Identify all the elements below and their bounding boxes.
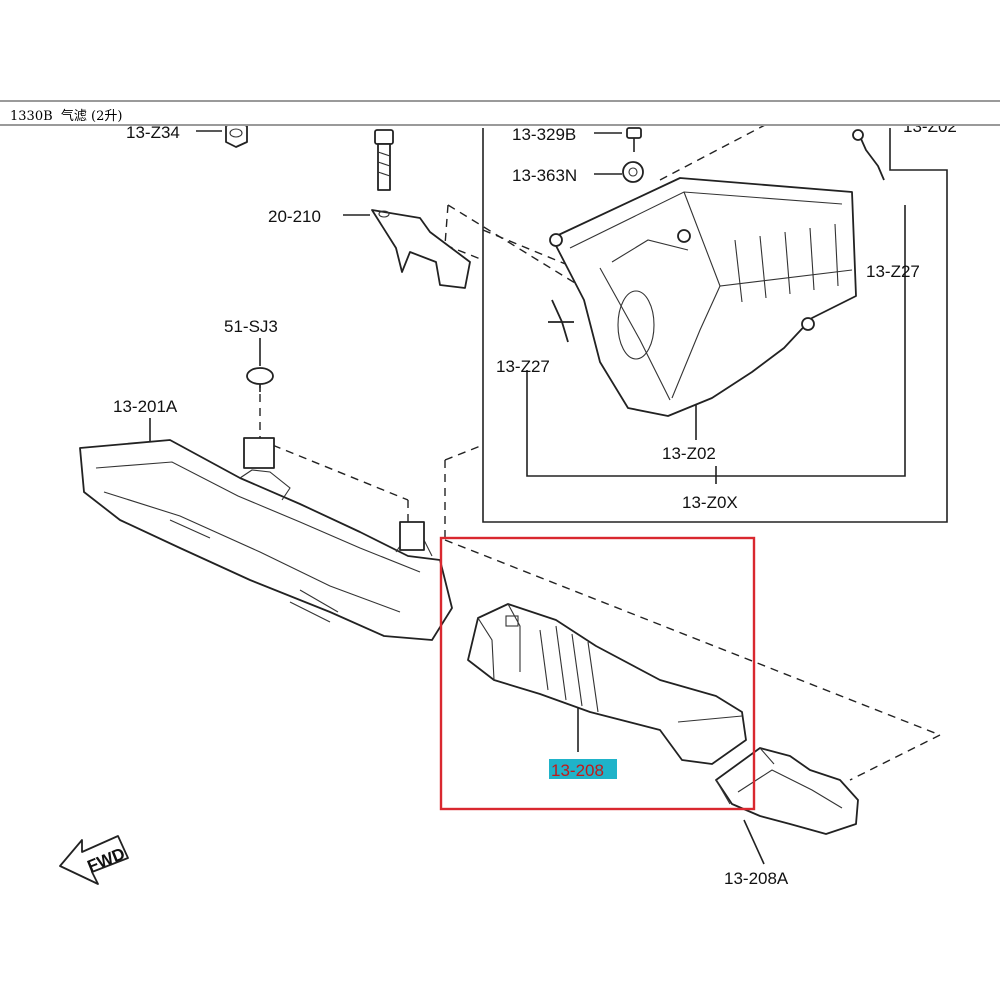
highlight-box-13-208 [439,536,756,811]
intake-duct-13-201a [79,437,453,641]
label-13-208[interactable]: 13-208 [551,761,604,780]
label-51-sj3[interactable]: 51-SJ3 [224,317,278,336]
leader-lines [149,130,906,865]
header-bar: 1330B 气滤 (2升) [0,100,1000,126]
air-cleaner-box-13-z02 [549,177,857,417]
assembly-dashed-guides [259,124,941,781]
air-hose-13-208 [467,603,747,765]
label-13-208a[interactable]: 13-208A [724,869,789,888]
label-13-329b[interactable]: 13-329B [512,125,576,144]
label-13-z27-left[interactable]: 13-Z27 [496,357,550,376]
bolt-20-210 [374,129,394,191]
header-title: 1330B 气滤 (2升) [10,109,123,124]
bolt-13-329b [626,127,642,152]
bracket-20-210 [371,209,471,289]
air-cleaner-assembly-frame [482,128,948,523]
clip-13-z27-left [548,299,574,343]
label-13-z27-right[interactable]: 13-Z27 [866,262,920,281]
air-hose-13-208a [715,747,859,835]
label-13-z02[interactable]: 13-Z02 [662,444,716,463]
label-20-210[interactable]: 20-210 [268,207,321,226]
label-13-363n[interactable]: 13-363N [512,166,577,185]
grommet-13-363n [622,161,644,183]
forward-arrow-icon [59,835,129,885]
clip-51-sj3 [246,367,274,392]
label-13-z0x[interactable]: 13-Z0X [682,493,738,512]
label-13-201a[interactable]: 13-201A [113,397,178,416]
label-13-z34[interactable]: 13-Z34 [126,123,180,142]
clip-13-z27-right [852,129,885,181]
highlight-label-background [549,759,617,779]
